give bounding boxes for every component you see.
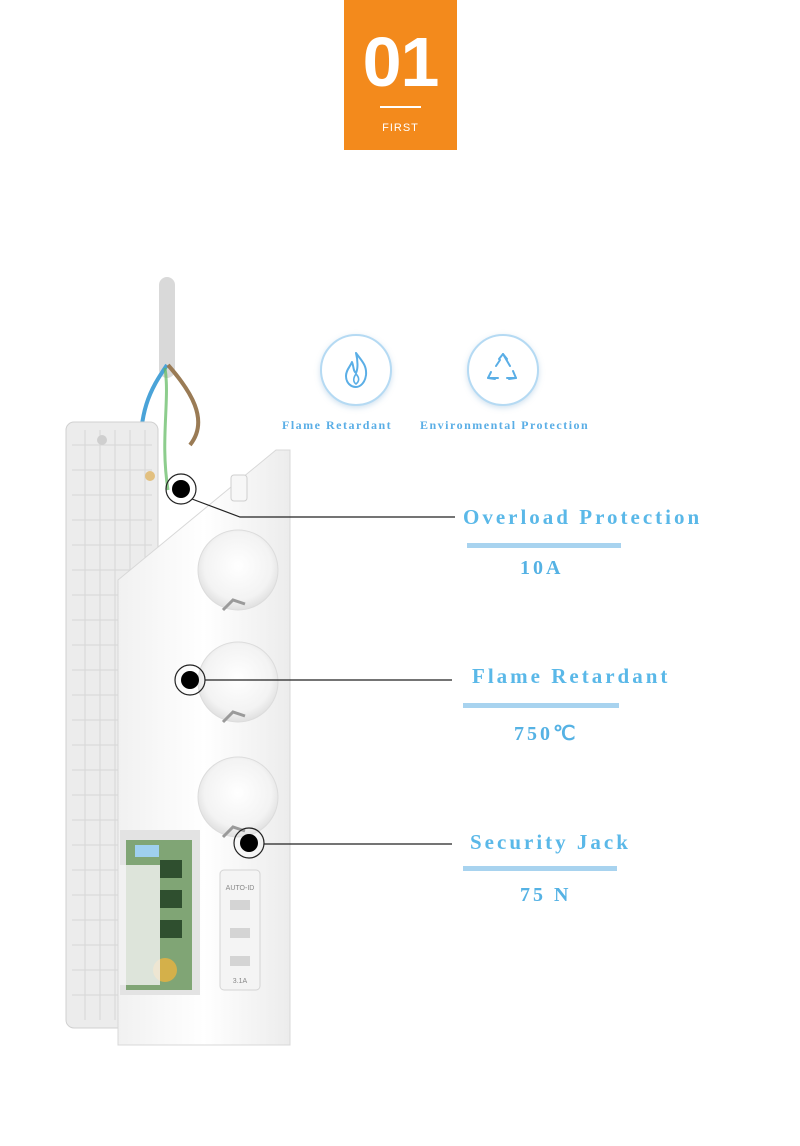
cert-label-flame: Flame Retardant [282,418,393,432]
feature-bar-jack [463,866,617,871]
step-label: FIRST [382,122,419,134]
callout-marker-overload [172,480,190,498]
power-strip-image: AUTO-ID 3.1A [65,277,291,1046]
feature-value-flame: 750℃ [514,723,579,745]
feature-title-overload: Overload Protection [463,505,703,529]
callout-marker-jack [240,834,258,852]
cert-label-environment: Environmental Protection [420,418,590,432]
usb-rating-label: 3.1A [233,978,248,985]
recycle-icon [467,334,539,406]
badge-divider [380,106,421,108]
callout-marker-flame [181,671,199,689]
usb-panel-label: AUTO-ID [226,885,255,892]
feature-value-jack: 75 N [520,884,572,906]
feature-bar-flame [463,703,619,708]
feature-title-jack: Security Jack [470,830,631,854]
flame-icon [320,334,392,406]
step-number: 01 [362,23,440,101]
feature-title-flame: Flame Retardant [472,664,671,688]
step-badge: 01 FIRST [344,0,457,150]
feature-bar-overload [467,543,621,548]
feature-value-overload: 10A [520,557,564,579]
